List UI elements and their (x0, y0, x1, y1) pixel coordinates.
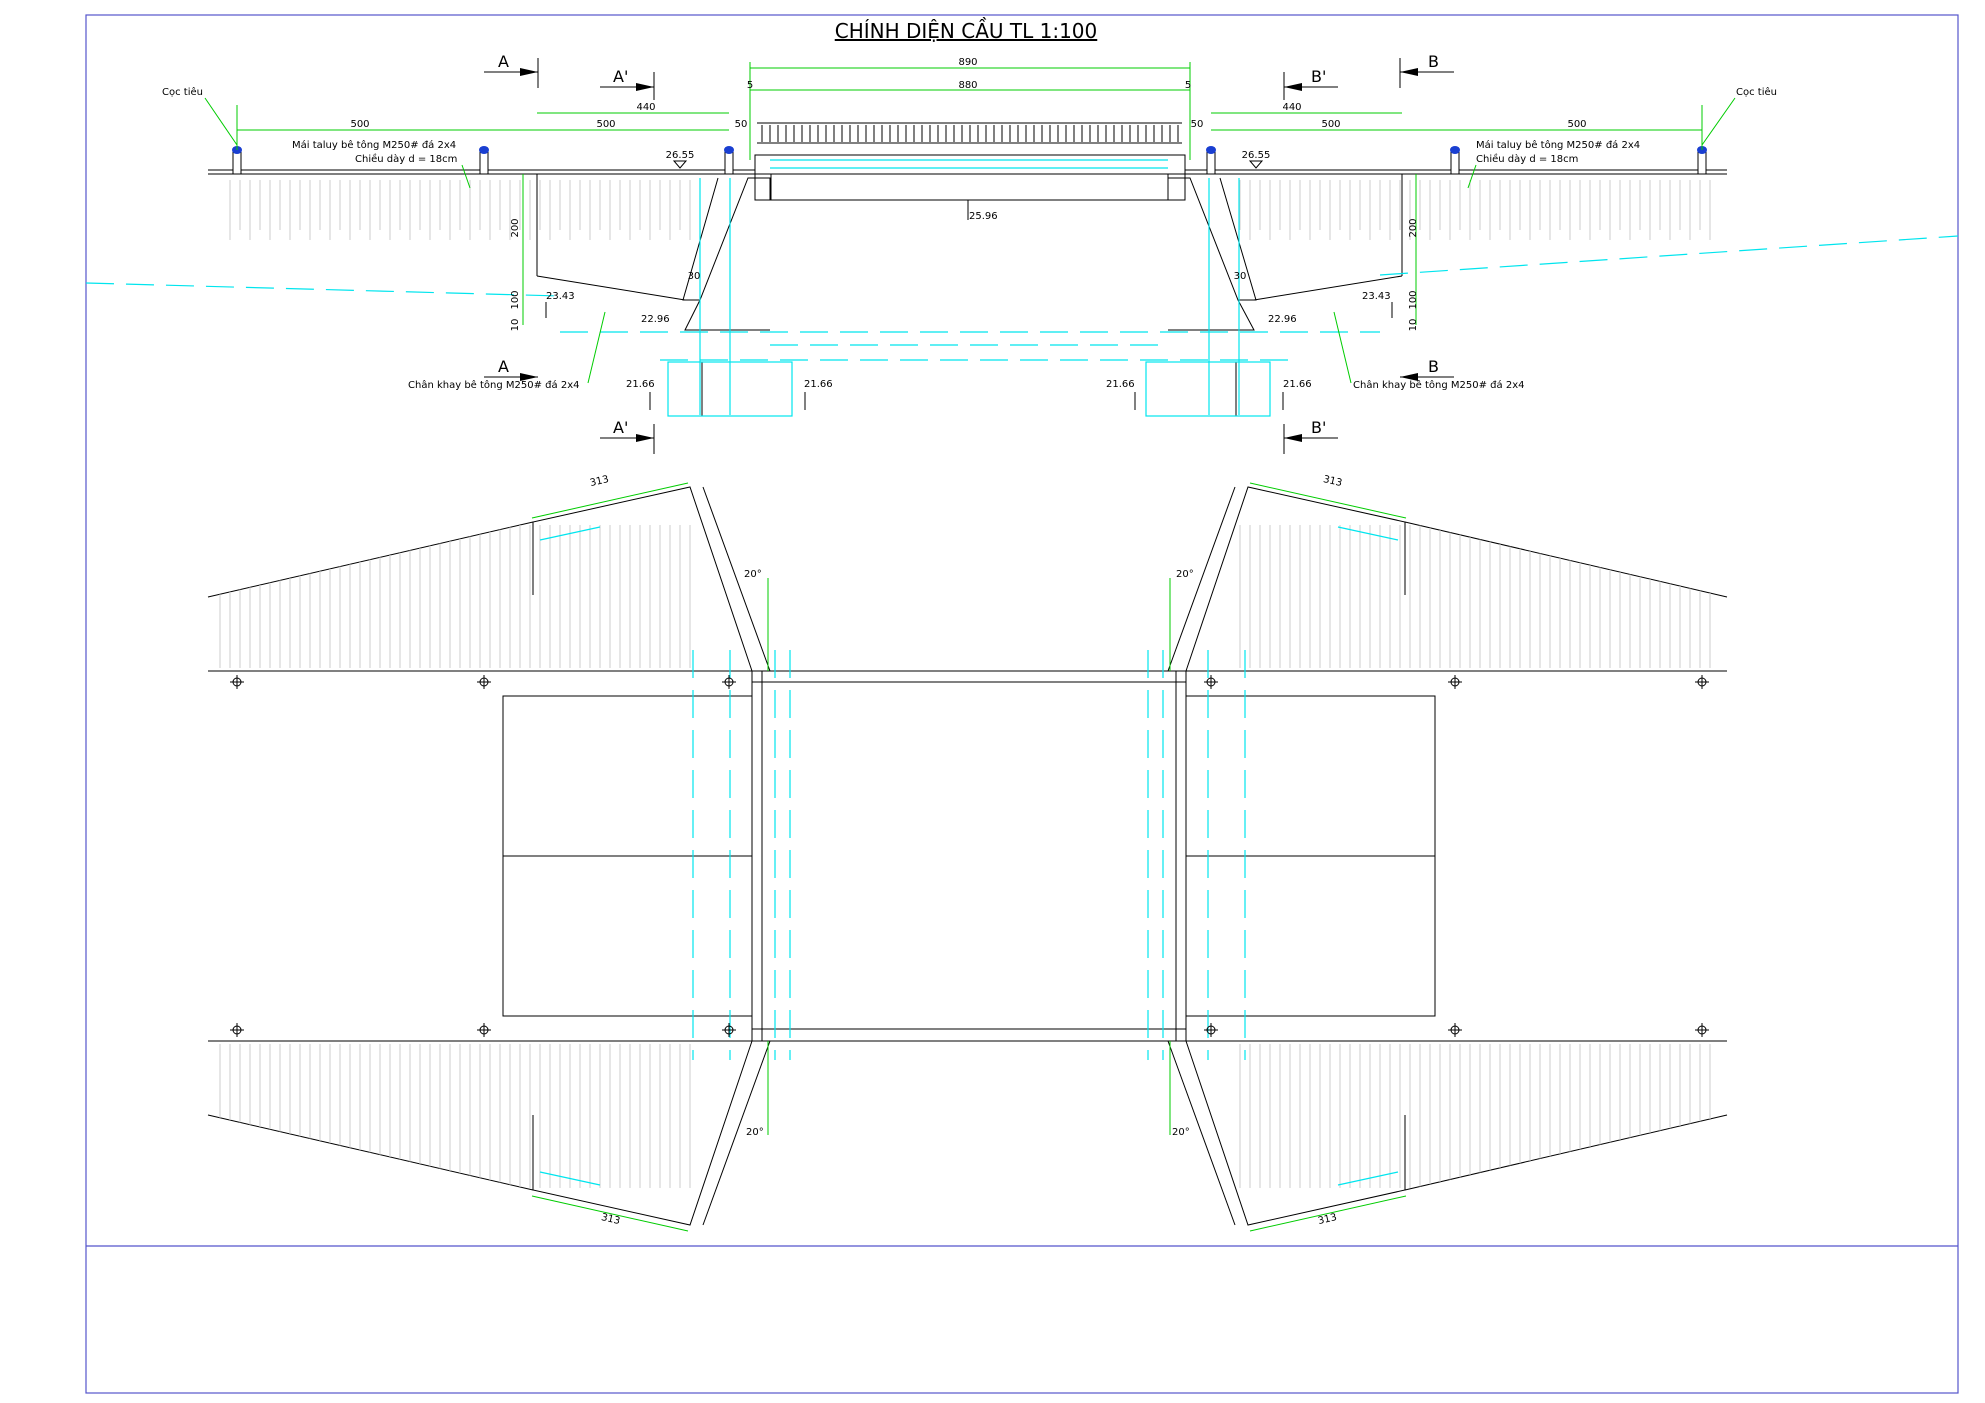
section-a-bottom: A (498, 357, 509, 376)
soil-hatch-left (229, 180, 691, 240)
label-slope-right-1: Mái taluy bê tông M250# đá 2x4 (1476, 139, 1640, 151)
level-road-left: 26.55 (666, 150, 695, 161)
dim-wing-plan-top-right: 313 (1322, 474, 1343, 489)
angle-bottom-left: 20° (746, 1127, 764, 1138)
soil-hatch-plan (219, 525, 1711, 1188)
hidden-lines-elevation (85, 159, 1959, 415)
deck-plan (751, 670, 1187, 1042)
wing-wall-top-right (1167, 486, 1728, 672)
angle-top-left: 20° (744, 569, 762, 580)
survey-crosshairs (230, 675, 1709, 1037)
dim-gap-right: 50 (1191, 119, 1204, 130)
bridge-deck (754, 154, 1186, 175)
wing-wall-top-left (207, 486, 771, 672)
section-a-top: A (498, 52, 509, 71)
section-b-prime-bottom: B' (1311, 418, 1326, 437)
marker-post-cap (1206, 146, 1216, 154)
label-slope-right-2: Chiều dày d = 18cm (1476, 153, 1578, 165)
section-b-top: B (1428, 52, 1439, 71)
railing (757, 122, 1182, 144)
dim-approach-left-outer: 500 (350, 119, 369, 130)
dim-span-total: 890 (958, 57, 977, 68)
section-a-prime-bottom: A' (613, 418, 628, 437)
marker-post-cap (1450, 146, 1460, 154)
dim-edge-right: 5 (1185, 80, 1191, 91)
level-slope-toe-left: 23.43 (546, 291, 575, 302)
drawing-title: CHÍNH DIỆN CẦU TL 1:100 (835, 18, 1098, 43)
dim-wing-left: 440 (636, 102, 655, 113)
label-slope-left-2: Chiều dày d = 18cm (355, 153, 457, 165)
dim-approach-right-inner: 500 (1321, 119, 1340, 130)
level-soffit: 25.96 (969, 211, 998, 222)
dim-height-100-right: 100 (1408, 290, 1419, 309)
wing-wall-bottom-left (207, 1040, 771, 1226)
dim-wing-plan-top-left: 313 (589, 474, 610, 489)
right-abutment (1145, 174, 1403, 417)
label-marker-post-right: Cọc tiêu (1736, 86, 1777, 98)
section-b-prime-top: B' (1311, 67, 1326, 86)
level-foundation-right-a: 21.66 (1106, 379, 1135, 390)
level-foundation-left-b: 21.66 (804, 379, 833, 390)
label-toe-wall-right: Chân khay bê tông M250# đá 2x4 (1353, 379, 1524, 391)
dim-offset-30-left: 30 (688, 271, 701, 282)
hidden-lines-plan (539, 526, 1399, 1186)
plan-view: 313 313 313 313 20° 20° 20° 20° (207, 474, 1728, 1232)
dim-offset-30-right: 30 (1234, 271, 1247, 282)
level-foundation-left-a: 21.66 (626, 379, 655, 390)
marker-post-cap (724, 146, 734, 154)
dimension-lines-elevation (236, 62, 1703, 325)
soil-hatch-right (1239, 180, 1711, 240)
marker-post-cap (479, 146, 489, 154)
level-foundation-right-b: 21.66 (1283, 379, 1312, 390)
wing-wall-bottom-right (1167, 1040, 1728, 1226)
dimension-lines-plan (531, 482, 1407, 1232)
dim-height-100-left: 100 (510, 290, 521, 309)
dim-height-200-right: 200 (1408, 218, 1419, 237)
level-abutment-toe-right: 22.96 (1268, 314, 1297, 325)
level-road-right: 26.55 (1242, 150, 1271, 161)
dim-gap-left: 50 (735, 119, 748, 130)
dim-height-200-left: 200 (510, 218, 521, 237)
dim-span-inner: 880 (958, 80, 977, 91)
dim-height-10-right: 10 (1408, 319, 1419, 332)
label-toe-wall-left: Chân khay bê tông M250# đá 2x4 (408, 379, 579, 391)
dim-wing-plan-bottom-right: 313 (1317, 1212, 1338, 1227)
dim-approach-right-outer: 500 (1567, 119, 1586, 130)
level-abutment-toe-left: 22.96 (641, 314, 670, 325)
dim-edge-left: 5 (747, 80, 753, 91)
dim-approach-left-inner: 500 (596, 119, 615, 130)
dim-wing-right: 440 (1282, 102, 1301, 113)
section-a-prime-top: A' (613, 67, 628, 86)
drawing-frame (85, 14, 1959, 1394)
dim-wing-plan-bottom-left: 313 (600, 1212, 621, 1227)
elevation-view: 890 880 5 5 500 500 440 50 50 440 500 50… (85, 52, 1959, 454)
dim-height-10-left: 10 (510, 319, 521, 332)
label-marker-post-left: Cọc tiêu (162, 86, 203, 98)
level-slope-toe-right: 23.43 (1362, 291, 1391, 302)
section-b-bottom: B (1428, 357, 1439, 376)
angle-top-right: 20° (1176, 569, 1194, 580)
angle-bottom-right: 20° (1172, 1127, 1190, 1138)
label-slope-left-1: Mái taluy bê tông M250# đá 2x4 (292, 139, 456, 151)
